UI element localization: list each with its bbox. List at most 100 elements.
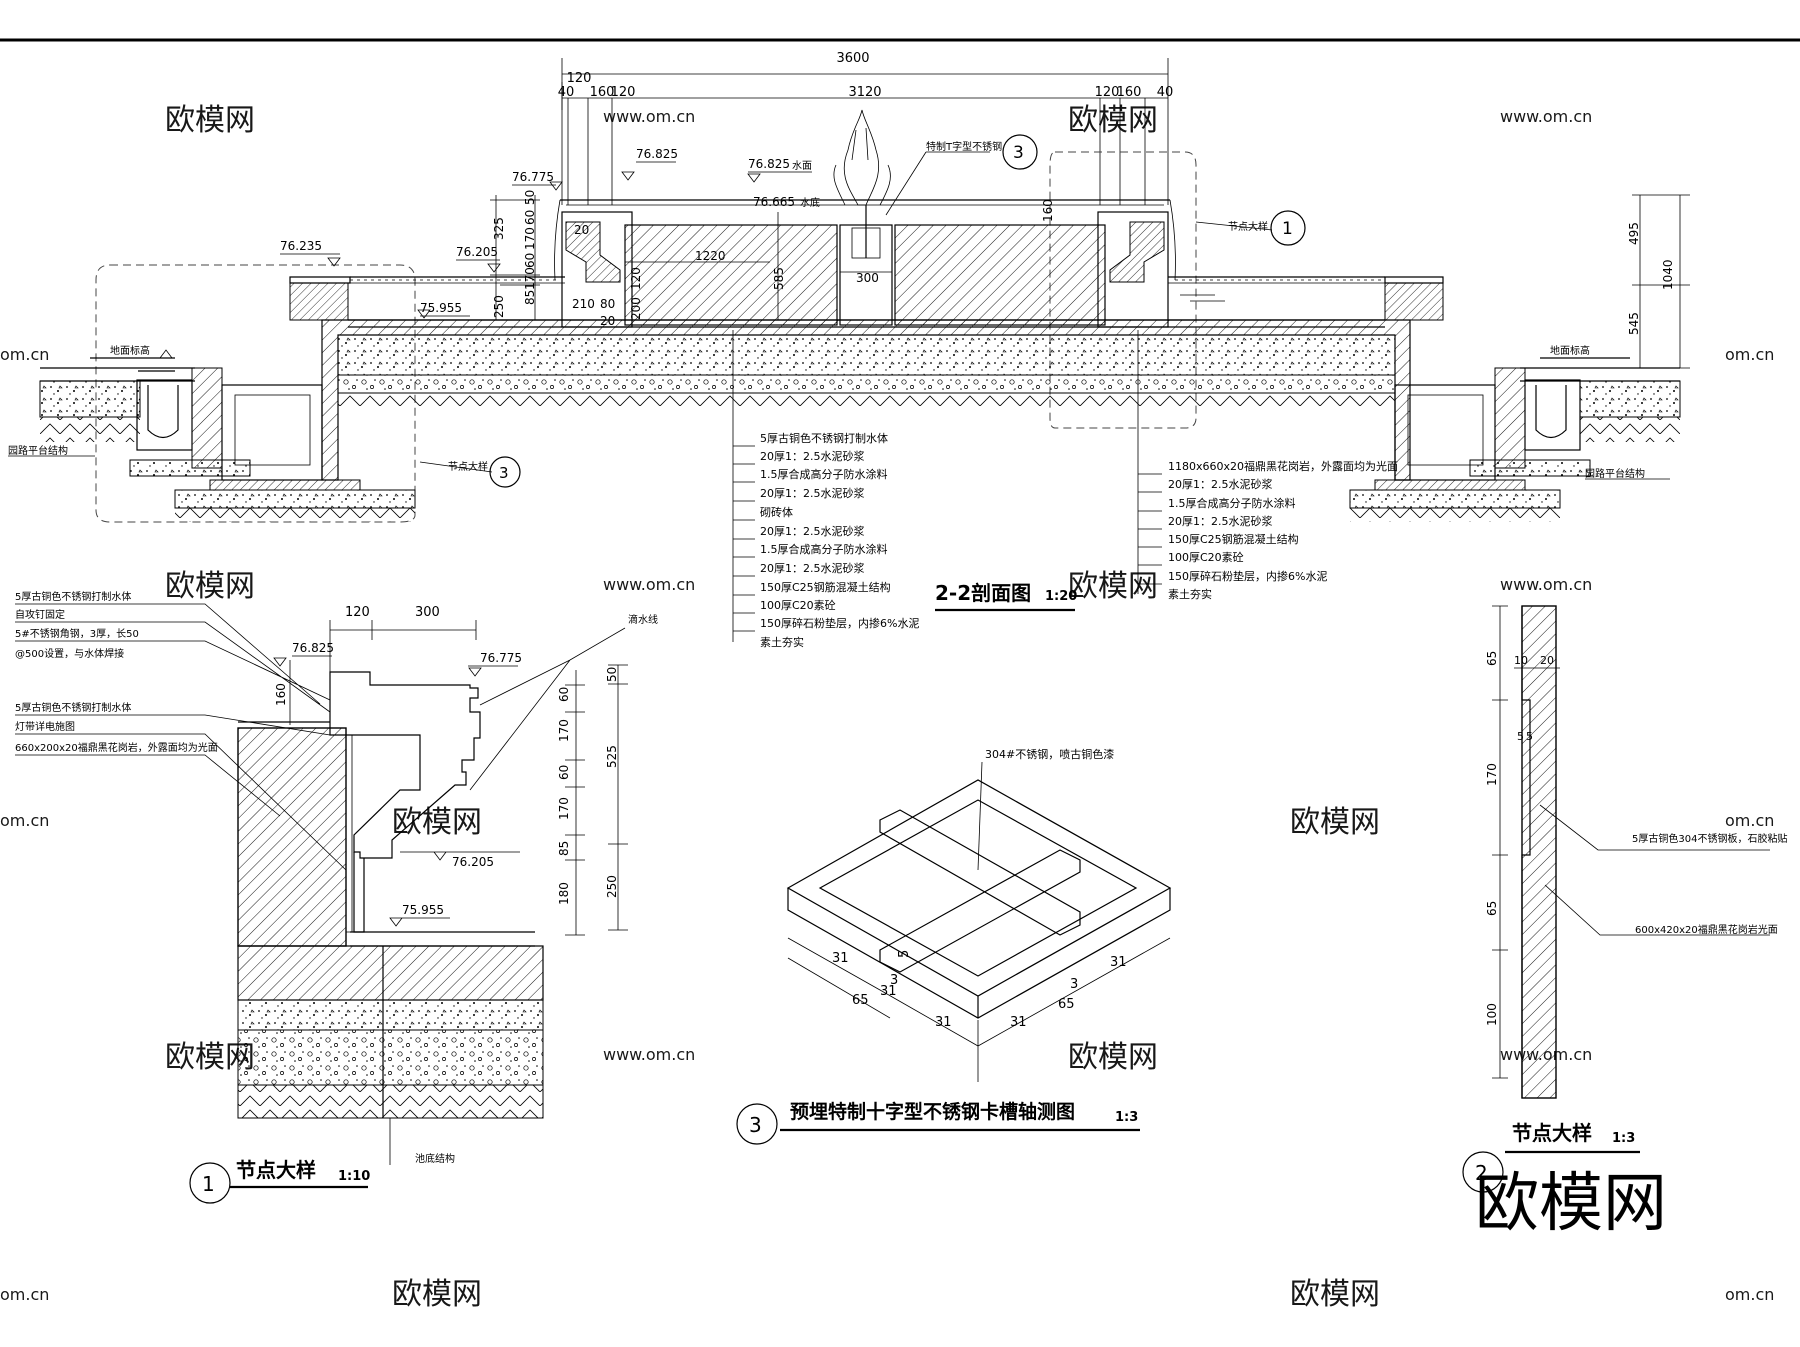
dim-40-right: 40 bbox=[1157, 85, 1174, 100]
detail-1-right-dims-a: 60 170 60 170 85 180 bbox=[557, 670, 585, 936]
svg-text:20厚1：2.5水泥砂浆: 20厚1：2.5水泥砂浆 bbox=[1168, 477, 1273, 491]
svg-text:60: 60 bbox=[557, 687, 571, 702]
detail-1-left-dims: 160 bbox=[274, 660, 291, 725]
detail-1-notes: 5厚古铜色不锈钢打制水体 自攻钉固定 5#不锈钢角钢，3厚，长50 @500设置… bbox=[15, 590, 347, 871]
svg-text:1.5厚合成高分子防水涂料: 1.5厚合成高分子防水涂料 bbox=[760, 467, 888, 481]
svg-text:100: 100 bbox=[1485, 1003, 1499, 1026]
detail-3-number: 3 bbox=[749, 1113, 762, 1137]
svg-text:5: 5 bbox=[1526, 730, 1533, 743]
section-elevations: 76.825 76.825 水面 76.665 水底 76.775 76.235… bbox=[280, 147, 820, 319]
svg-text:20厚1：2.5水泥砂浆: 20厚1：2.5水泥砂浆 bbox=[760, 561, 865, 575]
detail-2-top-dims: 10 20 5 5 bbox=[1514, 654, 1560, 743]
detail-2-left-dims: 65 170 65 100 bbox=[1485, 651, 1499, 1026]
svg-text:525: 525 bbox=[605, 745, 619, 768]
detail-1: 120 300 160 76.825 76.775 76.205 75.955 … bbox=[15, 590, 658, 1204]
svg-text:素土夯实: 素土夯实 bbox=[760, 635, 804, 649]
detail-3-scale: 1:3 bbox=[1115, 1110, 1138, 1125]
svg-text:1.5厚合成高分子防水涂料: 1.5厚合成高分子防水涂料 bbox=[1168, 496, 1296, 510]
dim-160-right-vert: 160 bbox=[1041, 199, 1055, 222]
ground-right-label: 地面标高 bbox=[1550, 344, 1590, 357]
dim-250: 250 bbox=[492, 295, 506, 318]
special-t-profile-label: 特制T字型不锈钢 bbox=[926, 140, 1002, 153]
callout-3-number: 3 bbox=[1013, 143, 1024, 163]
dim-60b: 60 bbox=[523, 253, 537, 268]
svg-text:5: 5 bbox=[1517, 730, 1524, 743]
svg-text:池底结构: 池底结构 bbox=[415, 1152, 455, 1165]
svg-text:1180x660x20福鼎黑花岗岩，外露面均为光面: 1180x660x20福鼎黑花岗岩，外露面均为光面 bbox=[1168, 459, 1398, 473]
elev-76825-a: 76.825 bbox=[636, 147, 678, 161]
detail-2-number: 2 bbox=[1475, 1161, 1488, 1185]
detail-3-dims: 31 31 65 31 31 65 3 5 31 3 bbox=[787, 937, 1171, 1082]
dim-200: 200 bbox=[629, 297, 643, 320]
svg-text:150厚C25钢筋混凝土结构: 150厚C25钢筋混凝土结构 bbox=[1168, 532, 1299, 546]
detail-1-title: 1 节点大样 1:10 bbox=[189, 1158, 370, 1204]
watermark-url: www.om.cn bbox=[603, 1045, 695, 1064]
watermark-url: om.cn bbox=[1725, 1285, 1774, 1304]
dim-120-right: 120 bbox=[1095, 85, 1120, 100]
detail-1-number: 1 bbox=[202, 1172, 215, 1196]
section-2-2-title-text: 2-2剖面图 bbox=[935, 581, 1031, 605]
section-right-vertical-dims: 495 1040 545 bbox=[1627, 194, 1690, 369]
watermark-layer: 欧模网 www.om.cn 欧模网 www.om.cn om.cn om.cn … bbox=[0, 103, 1774, 1312]
section-left-vertical-dims: 325 250 50 60 170 60 170 85 bbox=[490, 190, 540, 321]
dim-1220: 1220 bbox=[695, 249, 726, 263]
ground-left-label: 地面标高 bbox=[110, 344, 150, 357]
svg-text:250: 250 bbox=[605, 875, 619, 898]
dim-210: 210 bbox=[572, 297, 595, 311]
dim-170b: 170 bbox=[523, 267, 537, 290]
svg-text:素土夯实: 素土夯实 bbox=[1168, 587, 1212, 601]
svg-text:660x200x20福鼎黑花岗岩，外露面均为光面: 660x200x20福鼎黑花岗岩，外露面均为光面 bbox=[15, 741, 218, 754]
fountain-jet bbox=[833, 109, 891, 206]
watermark-url: www.om.cn bbox=[603, 575, 695, 594]
dim-300: 300 bbox=[856, 271, 879, 285]
svg-text:5: 5 bbox=[897, 950, 912, 958]
svg-text:60: 60 bbox=[557, 765, 571, 780]
d1-elev-75955: 75.955 bbox=[402, 903, 444, 917]
pool-basin bbox=[289, 199, 1444, 481]
svg-text:20厚1：2.5水泥砂浆: 20厚1：2.5水泥砂浆 bbox=[760, 486, 865, 500]
section-2-2-title: 2-2剖面图 1:20 bbox=[935, 581, 1077, 612]
watermark-url: om.cn bbox=[1725, 345, 1774, 364]
section-inner-dims: 1220 300 210 80 20 20 160 585 200 120 bbox=[572, 199, 1055, 328]
dim-170a: 170 bbox=[523, 227, 537, 250]
dim-160-left: 160 bbox=[590, 85, 615, 100]
detail-1-coping-profile bbox=[329, 671, 481, 859]
detail-3-title: 3 预埋特制十字型不锈钢卡槽轴测图 1:3 bbox=[736, 1100, 1140, 1145]
svg-text:65: 65 bbox=[1485, 901, 1499, 916]
big-brand-watermark: 欧模网 bbox=[1475, 1167, 1667, 1241]
svg-text:滴水线: 滴水线 bbox=[628, 613, 658, 626]
detail-1-elevations: 76.825 76.775 76.205 75.955 bbox=[273, 641, 522, 927]
svg-text:100厚C20素砼: 100厚C20素砼 bbox=[760, 599, 836, 612]
water-top-label: 水面 bbox=[792, 160, 812, 172]
svg-text:150厚碎石粉垫层，内掺6%水泥: 150厚碎石粉垫层，内掺6%水泥 bbox=[1168, 569, 1327, 583]
d1-elev-76205: 76.205 bbox=[452, 855, 494, 869]
ground-right bbox=[1349, 357, 1681, 522]
svg-text:31: 31 bbox=[880, 984, 897, 999]
dim-120b-left: 120 bbox=[611, 85, 636, 100]
layers-center-callout: 5厚古铜色不锈钢打制水体 20厚1：2.5水泥砂浆 1.5厚合成高分子防水涂料 … bbox=[732, 330, 919, 649]
dim-120-inner: 120 bbox=[629, 267, 643, 290]
dim-545: 545 bbox=[1627, 312, 1641, 335]
callout-3b-number: 3 bbox=[499, 464, 509, 482]
ground-left bbox=[39, 349, 416, 522]
detail-ref-1-label: 节点大样 bbox=[1228, 220, 1268, 233]
detail-2-title-text: 节点大样 bbox=[1512, 1121, 1592, 1145]
detail-1-scale: 1:10 bbox=[338, 1169, 370, 1184]
dim-1040: 1040 bbox=[1661, 259, 1675, 290]
watermark-brand: 欧模网 bbox=[392, 1277, 482, 1312]
dim-3120: 3120 bbox=[848, 85, 881, 100]
svg-text:170: 170 bbox=[557, 797, 571, 820]
detail-3: 31 31 65 31 31 65 3 5 31 3 304#不锈钢，喷古铜色漆… bbox=[736, 747, 1172, 1145]
dim-50: 50 bbox=[523, 190, 537, 205]
svg-text:5厚古铜色不锈钢打制水体: 5厚古铜色不锈钢打制水体 bbox=[760, 431, 888, 445]
dim-40-left: 40 bbox=[558, 85, 575, 100]
d1-dim-300: 300 bbox=[415, 605, 440, 620]
detail-3-note: 304#不锈钢，喷古铜色漆 bbox=[977, 747, 1114, 871]
svg-text:65: 65 bbox=[1058, 997, 1075, 1012]
detail-1-top-dims: 120 300 bbox=[329, 605, 477, 672]
dim-80: 80 bbox=[600, 297, 615, 311]
dim-60: 60 bbox=[523, 210, 537, 225]
svg-text:1.5厚合成高分子防水涂料: 1.5厚合成高分子防水涂料 bbox=[760, 542, 888, 556]
elev-76825-b: 76.825 bbox=[748, 157, 790, 171]
